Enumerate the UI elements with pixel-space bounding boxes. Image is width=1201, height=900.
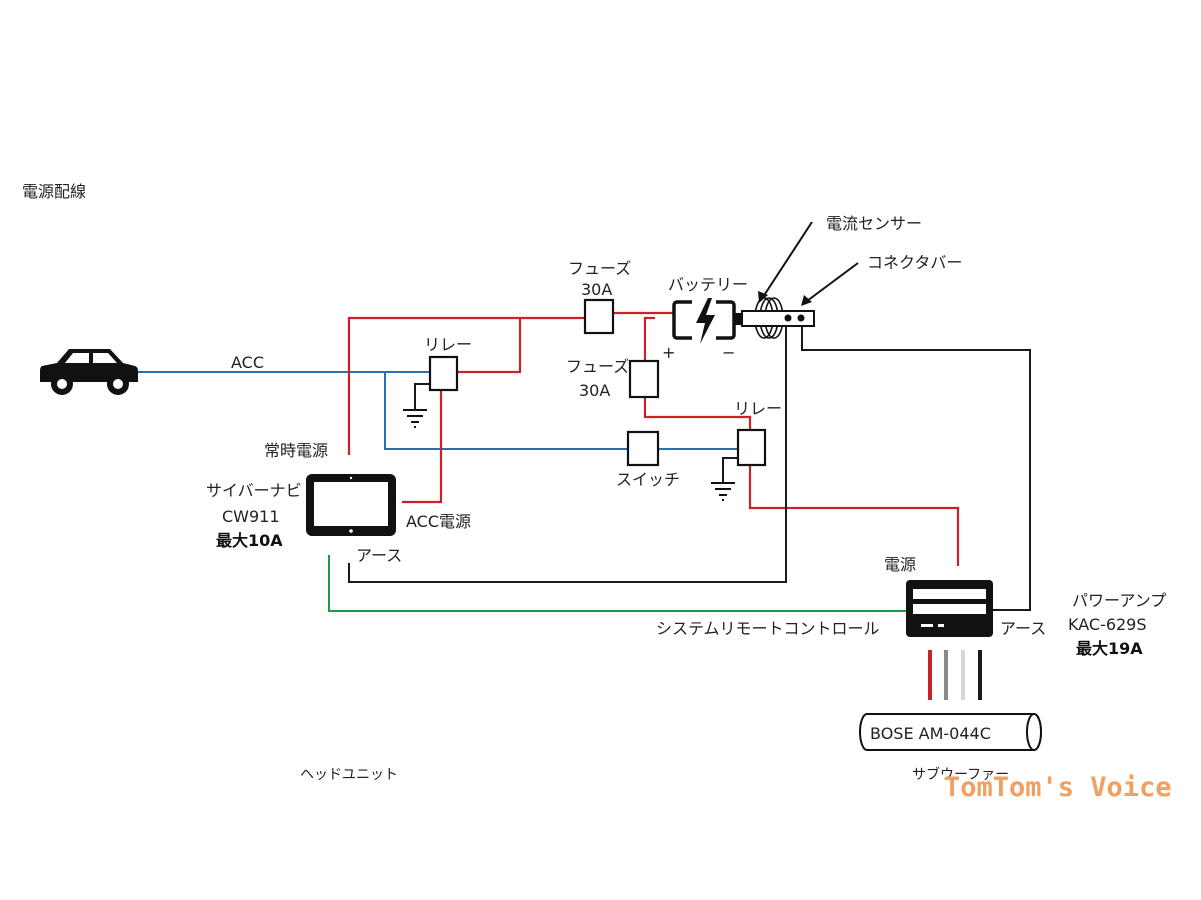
connector-bar-terminal — [797, 314, 805, 322]
battery-icon — [672, 298, 742, 344]
watermark: TomTom's Voice — [944, 772, 1172, 803]
connector-pointer — [806, 262, 859, 302]
acc-wires — [138, 371, 738, 450]
connector-bar-terminal — [784, 314, 792, 322]
current-sensor-label: 電流センサー — [826, 214, 922, 233]
ground-wires — [348, 326, 1031, 611]
subwoofer-label: サブウーファー — [912, 766, 1009, 783]
relay-2-label: リレー — [734, 399, 782, 418]
battery-label: バッテリー — [668, 275, 748, 294]
ground-icon — [403, 409, 427, 428]
connector-bar-icon — [741, 310, 815, 327]
battery-minus: − — [722, 343, 735, 362]
acc-power-label: ACC電源 — [406, 512, 471, 531]
subwoofer-model: BOSE AM-044C — [870, 724, 991, 743]
connector-pointer-arrowhead — [801, 295, 812, 306]
subwoofer-icon — [859, 713, 1042, 751]
constant-power-label: 常時電源 — [264, 441, 328, 460]
tablet-icon — [306, 474, 396, 536]
fuse-2-name: フューズ — [566, 357, 629, 376]
amplifier-icon — [906, 580, 993, 637]
amp-power-label: 電源 — [884, 555, 916, 574]
navi-model: CW911 — [222, 507, 280, 526]
relay-1 — [428, 355, 459, 392]
fuse-1-name: フューズ — [568, 259, 631, 278]
fuse-1-rating: 30A — [581, 280, 612, 299]
remote-label: システムリモートコントロール — [656, 619, 880, 638]
switch-label: スイッチ — [616, 470, 680, 489]
fuse-2 — [628, 359, 660, 399]
navi-max-current: 最大10A — [216, 531, 283, 550]
battery-plus: + — [662, 343, 675, 362]
car-icon — [40, 349, 138, 395]
head-unit-label: ヘッドユニット — [300, 767, 398, 783]
speaker-wires — [928, 650, 982, 700]
amp-model: KAC-629S — [1068, 615, 1147, 634]
relay-2 — [736, 428, 767, 467]
fuse-1 — [583, 298, 615, 335]
relay-1-label: リレー — [424, 335, 472, 354]
amp-max-current: 最大19A — [1076, 639, 1143, 658]
remote-wire — [328, 555, 906, 612]
fuse-2-rating: 30A — [579, 381, 610, 400]
amp-name: パワーアンプ — [1072, 591, 1166, 610]
navi-name: サイバーナビ — [206, 481, 302, 500]
sensor-pointer-arrowhead — [758, 291, 768, 303]
connector-bar-label: コネクタバー — [867, 253, 962, 272]
navi-ground-label: アース — [356, 546, 402, 565]
amp-ground-label: アース — [1000, 619, 1046, 638]
acc-label: ACC — [231, 353, 264, 372]
switch — [626, 430, 660, 467]
power-wires — [347, 311, 960, 566]
diagram-title: 電源配線 — [22, 182, 86, 201]
sensor-pointer — [762, 221, 813, 298]
ground-icon — [711, 482, 735, 501]
